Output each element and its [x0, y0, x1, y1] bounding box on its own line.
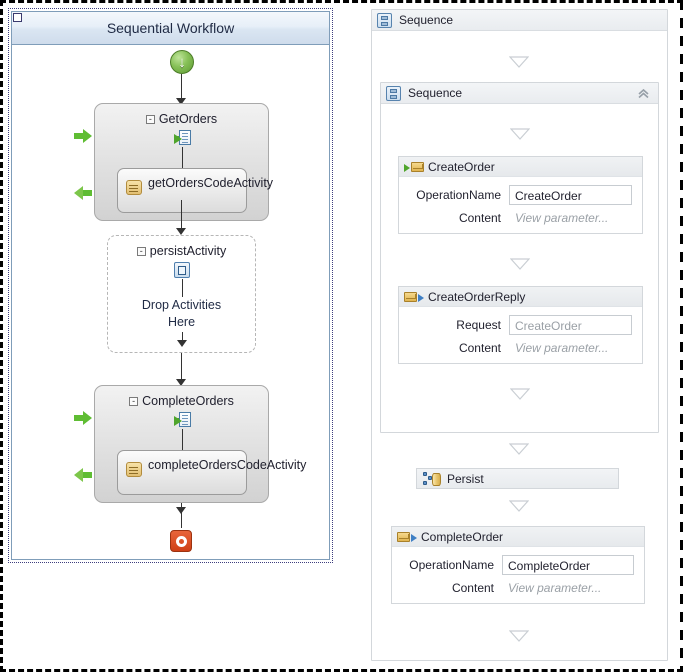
activity-createorder-body: OperationName CreateOrder Content View p… [399, 177, 642, 234]
workflow-title: Sequential Workflow [12, 12, 329, 45]
connector-arrow [177, 340, 187, 347]
drop-target-triangle[interactable] [510, 128, 530, 140]
connector-arrow [176, 228, 186, 235]
drop-target-triangle[interactable] [509, 56, 529, 68]
selection-handle[interactable] [13, 13, 22, 22]
connector-arrow [176, 507, 186, 514]
activity-createorderreply-title: CreateOrderReply [428, 290, 526, 304]
field-operationname[interactable]: OperationName CreateOrder [409, 185, 632, 205]
sequential-workflow-designer[interactable]: Sequential Workflow ↓ -GetOrders [8, 8, 333, 563]
expander-icon[interactable]: - [136, 247, 146, 256]
field-operationname[interactable]: OperationName CompleteOrder [402, 555, 634, 575]
stop-node[interactable] [170, 530, 192, 552]
activity-completeorder-title: CompleteOrder [421, 530, 504, 544]
activity-persistactivity-title: -persistActivity [108, 244, 255, 258]
activity-persist-title: Persist [447, 472, 484, 486]
activity-persist[interactable]: Persist [416, 468, 619, 489]
persist-icon [174, 262, 190, 278]
activity-createorderreply[interactable]: CreateOrderReply Request CreateOrder Con… [398, 286, 643, 364]
connector-arrow [176, 379, 186, 386]
activity-getorders[interactable]: -GetOrders getOrdersCodeActivity [94, 103, 274, 221]
field-content-label: Content [451, 581, 494, 595]
connector-line [182, 429, 183, 450]
drop-target-triangle[interactable] [509, 443, 529, 455]
drop-activities-hint-line1: Drop Activities [141, 298, 222, 312]
connector-line [182, 147, 183, 168]
outer-sequence-title: Sequence [399, 13, 454, 27]
drop-target-triangle[interactable] [510, 258, 530, 270]
field-content[interactable]: Content View parameter... [409, 341, 632, 355]
field-operationname-input[interactable]: CreateOrder [509, 185, 632, 205]
green-arrow-right-icon [74, 411, 92, 425]
outer-sequence-header[interactable]: Sequence [372, 10, 667, 31]
activity-createorder-header[interactable]: CreateOrder [399, 157, 642, 177]
drop-target-triangle[interactable] [510, 388, 530, 400]
activity-completeorder-header[interactable]: CompleteOrder [392, 527, 644, 547]
inner-sequence-container[interactable]: Sequence CreateOrder Operation [380, 82, 659, 433]
activity-getorders-title: -GetOrders [95, 112, 268, 126]
connector-line [182, 279, 183, 297]
activity-persistactivity[interactable]: -persistActivity Drop Activities Here [107, 235, 256, 353]
field-content[interactable]: Content View parameter... [409, 211, 632, 225]
activity-completeorderscodeactivity[interactable]: completeOrdersCodeActivity [117, 450, 307, 495]
wf-sequence-designer[interactable]: Sequence Sequence [371, 5, 669, 665]
activity-createorder[interactable]: CreateOrder OperationName CreateOrder Co… [398, 156, 643, 234]
field-content-label: Content [458, 341, 501, 355]
activity-completeorder-body: OperationName CompleteOrder Content View… [392, 547, 644, 604]
collapse-chevron-icon[interactable] [636, 86, 651, 101]
activity-completeorders-title: -CompleteOrders [95, 394, 268, 408]
expander-icon[interactable]: - [129, 397, 139, 406]
receive-message-icon [404, 160, 424, 174]
expander-icon[interactable]: - [145, 115, 155, 124]
drop-target-triangle[interactable] [509, 500, 529, 512]
connector-line [182, 332, 183, 344]
field-operationname-label: OperationName [416, 188, 501, 202]
receive-icon [174, 412, 191, 428]
activity-createorderreply-body: Request CreateOrder Content View paramet… [399, 307, 642, 364]
workflow-designer-surface[interactable]: Sequential Workflow ↓ -GetOrders [11, 11, 330, 560]
activity-completeorderscodeactivity-label: completeOrdersCodeActivity [148, 458, 307, 472]
sequence-icon [386, 86, 401, 101]
start-node[interactable]: ↓ [170, 50, 194, 74]
field-content-link[interactable]: View parameter... [515, 341, 609, 355]
code-activity-icon [126, 180, 142, 195]
field-operationname-label: OperationName [409, 558, 494, 572]
stop-node-ring-icon [175, 535, 187, 547]
receive-icon [174, 130, 191, 146]
activity-getorderscodeactivity-label: getOrdersCodeActivity [148, 176, 274, 190]
field-request[interactable]: Request CreateOrder [409, 315, 632, 335]
persist-icon [423, 472, 443, 487]
code-activity-icon [126, 462, 142, 477]
connector-line [181, 353, 182, 381]
field-content-link[interactable]: View parameter... [515, 211, 609, 225]
drop-activities-hint-line2: Here [167, 315, 196, 329]
green-arrow-right-icon [74, 129, 92, 143]
field-content-link[interactable]: View parameter... [508, 581, 602, 595]
activity-getorderscodeactivity[interactable]: getOrdersCodeActivity [117, 168, 274, 213]
green-arrow-left-icon [74, 186, 92, 200]
field-operationname-input[interactable]: CompleteOrder [502, 555, 634, 575]
activity-completeorders[interactable]: -CompleteOrders completeOrdersCodeActivi… [94, 385, 307, 503]
inner-sequence-title: Sequence [408, 86, 463, 100]
field-content-label: Content [458, 211, 501, 225]
activity-completeorder[interactable]: CompleteOrder OperationName CompleteOrde… [391, 526, 645, 604]
field-request-input[interactable]: CreateOrder [509, 315, 632, 335]
connector-line [181, 74, 182, 101]
field-content[interactable]: Content View parameter... [402, 581, 634, 595]
send-message-icon [404, 290, 424, 304]
workflow-canvas[interactable]: ↓ -GetOrders getOrdersCodeActivity [12, 45, 329, 559]
field-request-label: Request [456, 318, 501, 332]
start-node-arrow-icon: ↓ [178, 53, 186, 71]
activity-createorderreply-header[interactable]: CreateOrderReply [399, 287, 642, 307]
connector-arrow [176, 98, 186, 105]
sequence-icon [377, 13, 392, 28]
inner-sequence-header[interactable]: Sequence [381, 83, 658, 104]
drop-target-triangle[interactable] [509, 630, 529, 642]
send-message-icon [397, 530, 417, 544]
connector-line [181, 503, 182, 528]
activity-createorder-title: CreateOrder [428, 160, 495, 174]
connector-line [181, 200, 182, 230]
green-arrow-left-icon [74, 468, 92, 482]
